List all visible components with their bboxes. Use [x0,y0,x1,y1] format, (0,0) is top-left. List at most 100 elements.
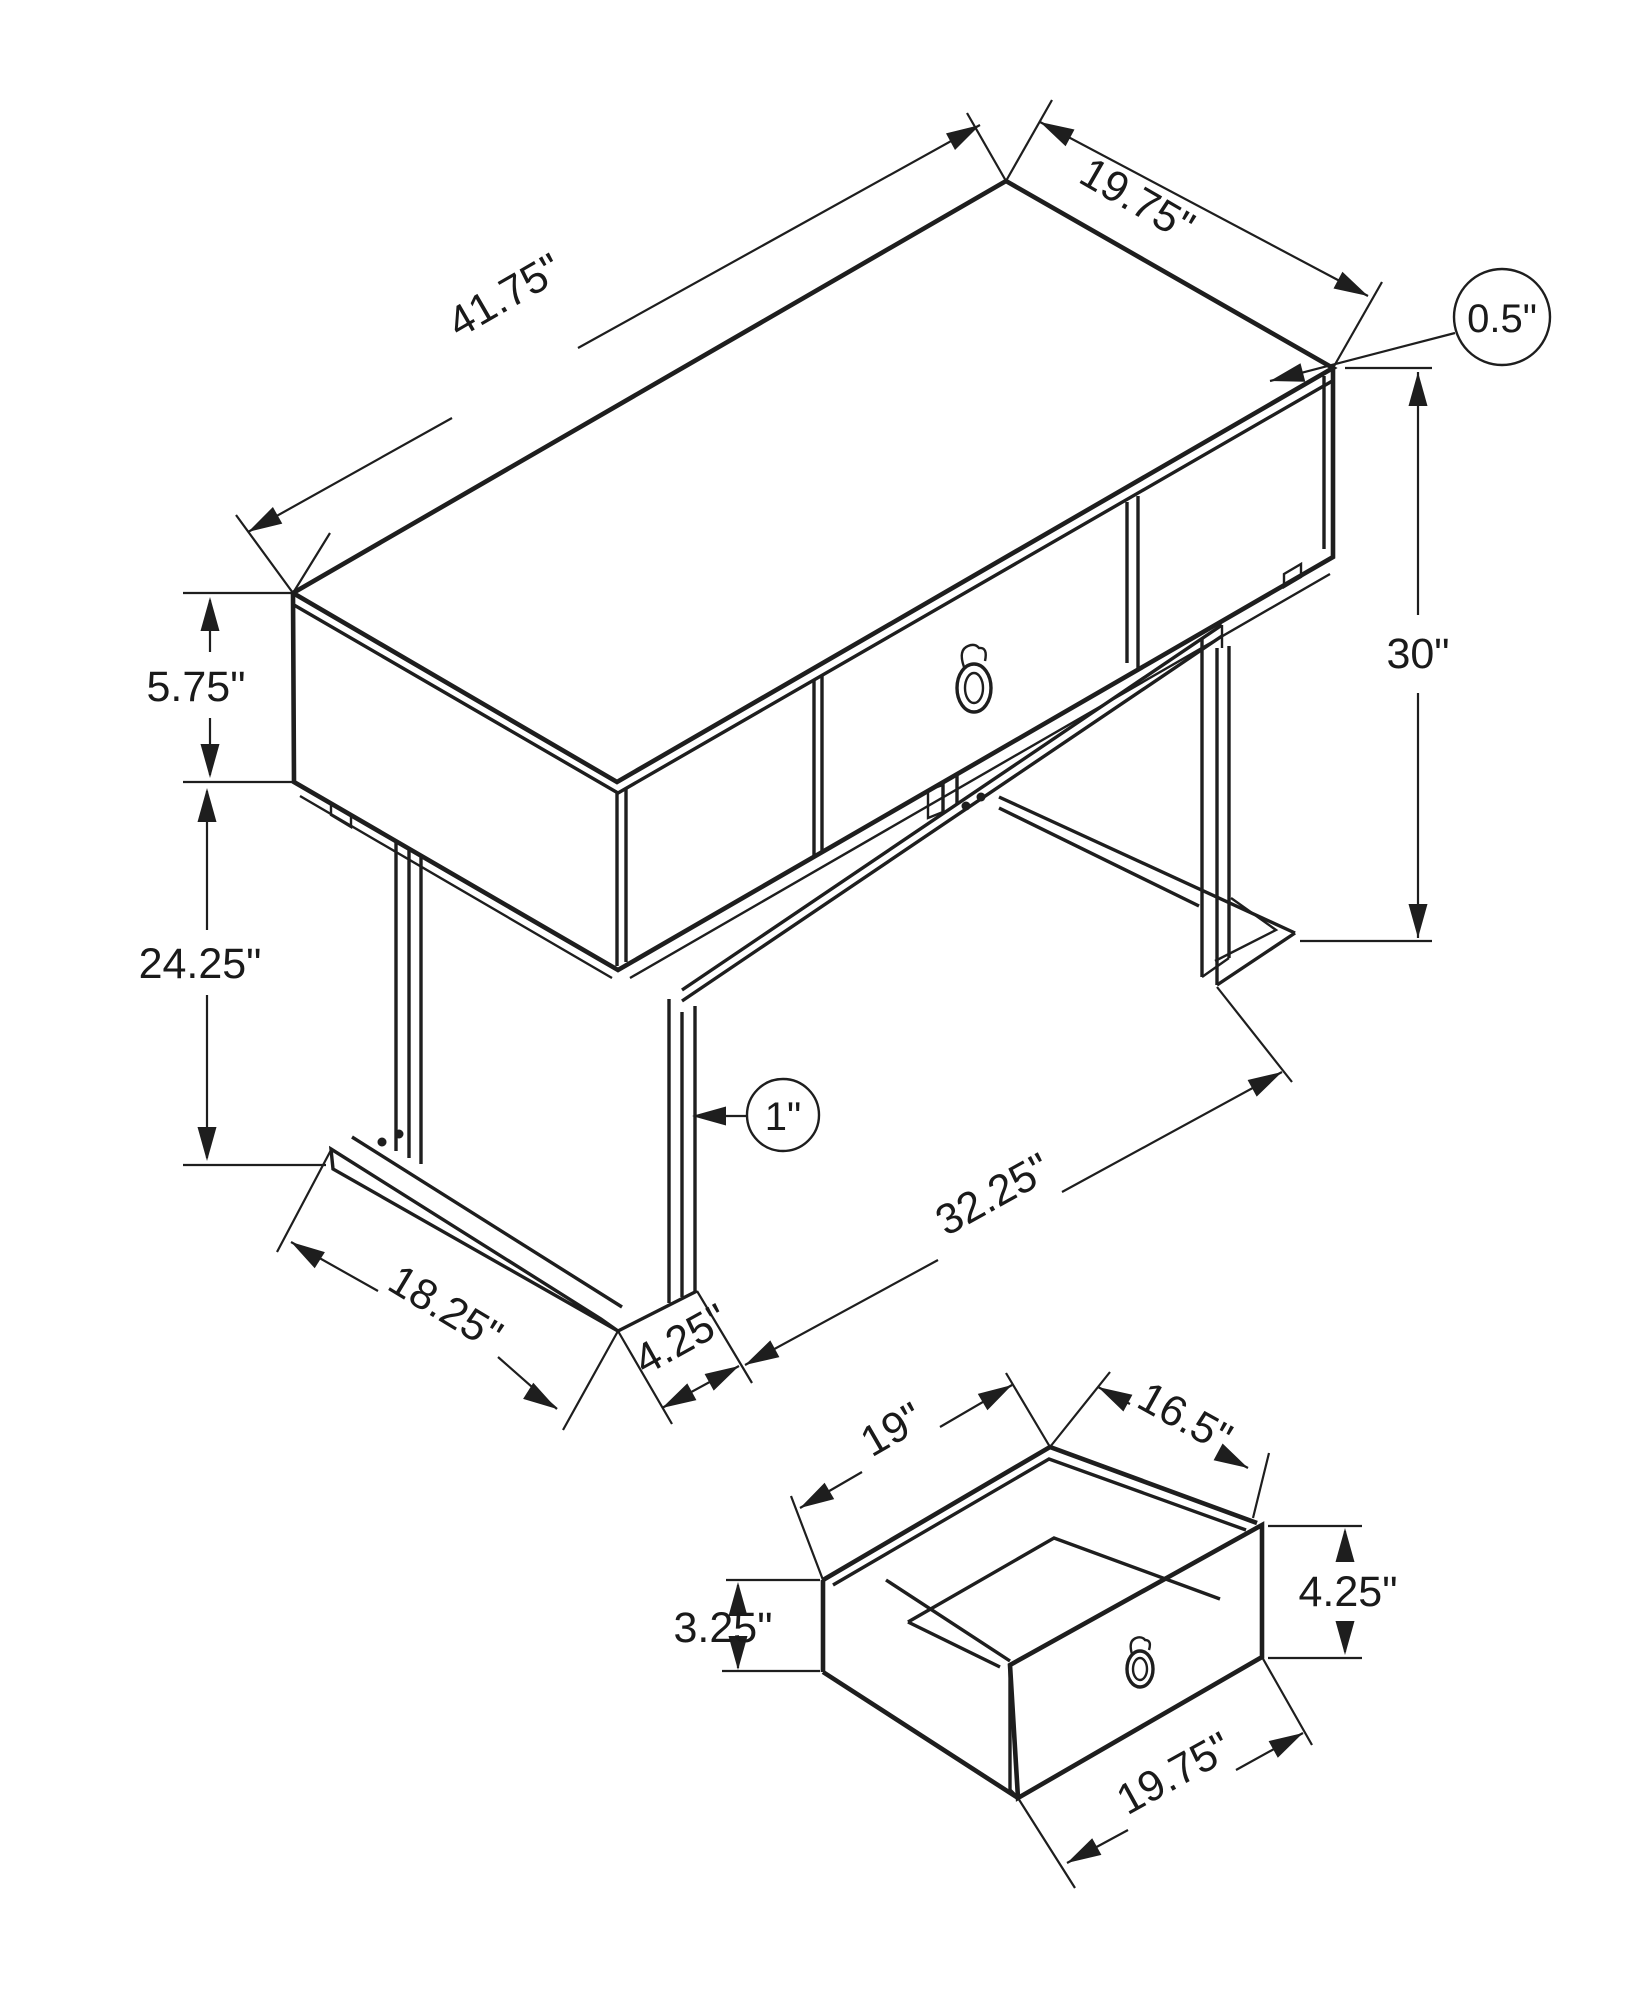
arrowhead [728,1636,748,1670]
dim-apron-height-5-75: 5.75" [147,591,292,784]
ring-outer [955,662,993,714]
dim-line [247,124,981,533]
arrowhead [1268,1733,1303,1758]
right-foot-inner-v [1214,897,1279,963]
interior-floor-front-edge [907,1620,1001,1669]
arrowhead [197,1127,217,1161]
left-foot-miter [617,1289,698,1333]
front-rail-bottom [681,634,1223,1003]
left-foot-screw-a [377,1137,387,1147]
apron-bottom-lower-right-line [629,572,1331,980]
label-front-height: 4.25" [1299,1568,1398,1616]
arrowhead [523,1382,557,1409]
arrowhead [704,1366,739,1391]
arrowhead [1408,904,1428,938]
metal-frame [328,623,1296,1333]
arrowhead [1270,363,1306,382]
dim-leg-span-32-25: 32.25" [744,986,1293,1366]
label-clearance: 24.25" [139,940,262,988]
ext-right [966,112,1007,182]
ext-lines [722,1578,820,1673]
arrowhead [1333,271,1368,296]
arrowhead [745,1340,780,1365]
ring-inner [1131,1656,1149,1682]
arrowhead [1067,1838,1102,1863]
ext-lines [276,1149,619,1431]
callout-circle [1452,267,1552,367]
left-rear-tube [394,841,423,1164]
arrowhead [692,1106,726,1126]
arrowhead [1040,122,1075,147]
right-foot-front-face [1216,931,1296,987]
ring-clip [960,643,987,668]
ring-inner [963,671,985,705]
bottom-left-edge [821,1670,1020,1800]
desk-apron [290,368,1336,980]
drawer-right-edges [1125,496,1140,669]
arrowhead [291,1242,325,1269]
left-foot-screw-b [394,1129,404,1139]
left-bracket-tab [329,800,353,830]
label-drawer-depth: 16.5" [1130,1373,1240,1463]
ring-outer [1125,1649,1155,1689]
dim-drawer-depth-16-5: 16.5" [1049,1371,1271,1519]
dim-top-depth-19-75: 19.75" [1005,99,1383,369]
ring-clip [1129,1636,1152,1655]
label-tube: 1" [765,1095,801,1139]
ext-left [1005,99,1053,182]
ext-left [235,514,331,594]
dim-clearance-24-25: 24.25" [139,788,326,1167]
arrowhead [248,507,283,532]
label-top-length: 41.75" [440,244,570,347]
label-apron-height: 5.75" [147,663,246,711]
right-rear-bracket [926,783,945,820]
dim-back-height-3-25: 3.25" [674,1578,820,1673]
dim-line [1039,121,1369,297]
ext-lines [1268,1524,1362,1660]
arrowhead [1408,372,1428,406]
arrowhead [1098,1387,1133,1412]
label-thickness: 0.5" [1467,297,1537,341]
dim-top-length-41-75: 41.75" [235,112,1007,594]
label-front-width: 19.75" [1109,1723,1240,1825]
rim-outer [821,1444,1258,1582]
arrowhead [200,597,220,631]
arrowhead [1247,1072,1282,1097]
arrowhead [200,744,220,778]
arrowhead [662,1383,697,1408]
detail-ring-handle [1125,1636,1155,1689]
arrowhead [977,1385,1012,1411]
left-foot-inner-edge [351,1135,623,1309]
right-foot-top-edge [998,795,1296,935]
right-tube-miter [1201,957,1230,978]
label-leg-span: 32.25" [928,1144,1059,1246]
interior-floor-edges [907,1536,1221,1624]
callout-top-thickness-0-5: 0.5" [1269,267,1552,383]
right-bracket-tab [1282,561,1303,590]
dim-front-height-4-25: 4.25" [1268,1524,1398,1660]
arrowhead [800,1482,835,1508]
ext-line [1216,986,1293,1083]
left-front-tube [667,999,697,1303]
ext-right [1332,281,1383,369]
front-panel-left-face [1008,1665,1020,1800]
label-foot-length: 18.25" [380,1256,510,1360]
drawer-ring-handle [955,643,993,714]
arrowhead [197,788,217,822]
ext-lines [1300,366,1432,943]
dim-height-30: 30" [1300,366,1450,943]
dim-foot-offset-4-25: 4.25" [617,1290,753,1425]
ext-lines [1017,1656,1313,1889]
apron-outline [290,368,1336,973]
dim-line [744,1071,1283,1366]
ext-lines [183,591,292,784]
arrowhead [1335,1528,1355,1562]
rim-inner [832,1457,1247,1587]
label-drawer-width: 19" [853,1393,932,1466]
arrowhead [1213,1443,1248,1468]
front-rail-top [681,623,1223,992]
arrowhead [1335,1621,1355,1655]
arrowhead [946,125,980,150]
